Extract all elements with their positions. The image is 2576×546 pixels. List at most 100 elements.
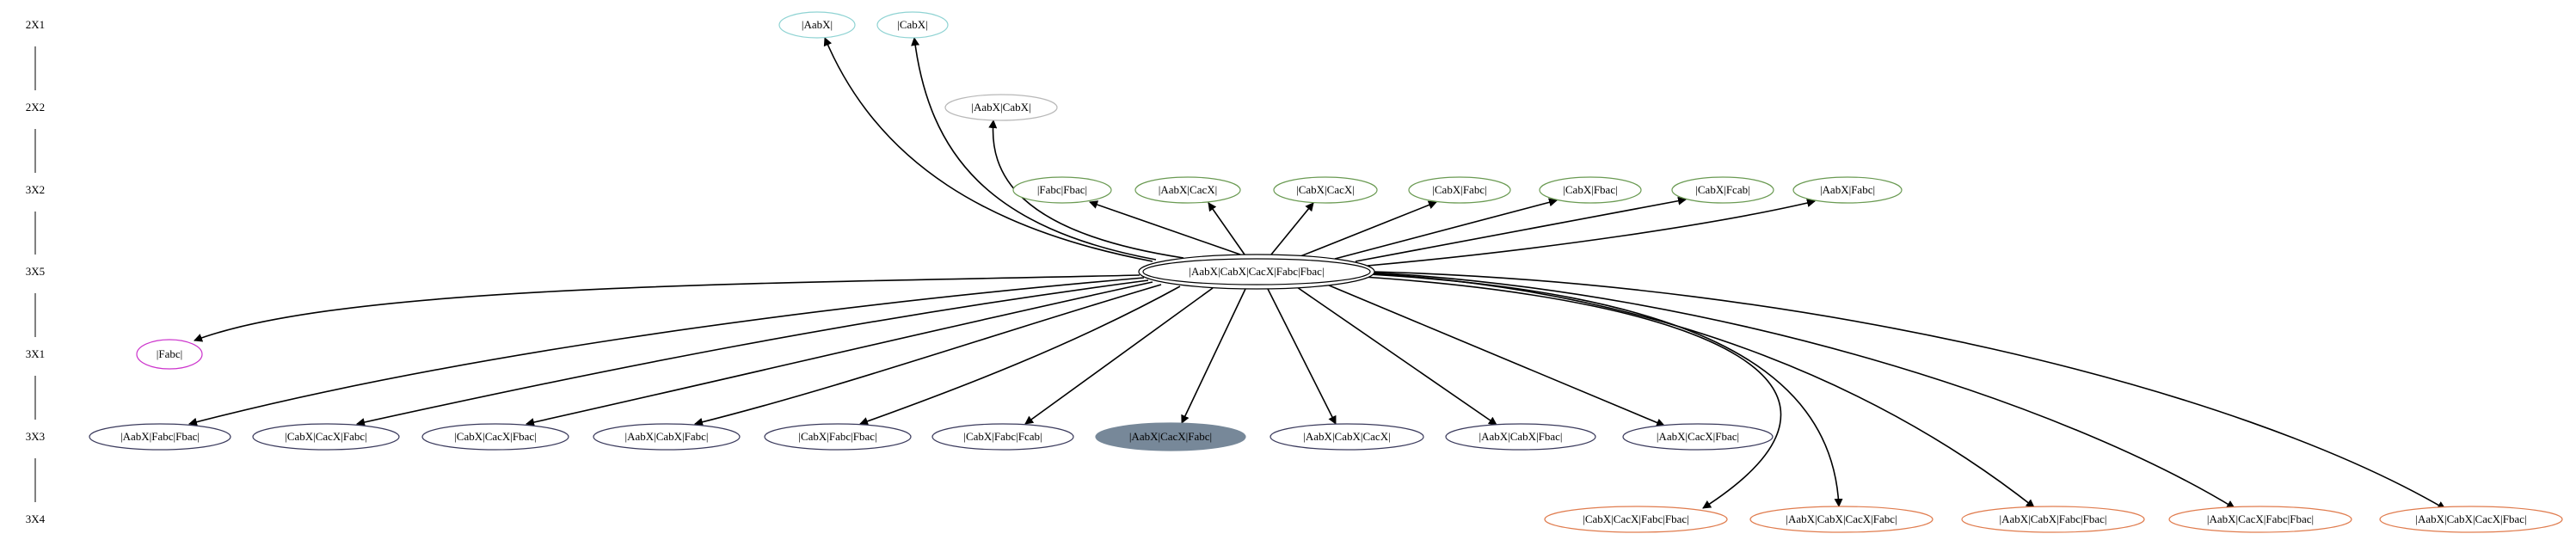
node-layer: |AabX| |CabX| |AabX|CabX| |Fabc|Fbac| |AabX|… [89,11,2563,533]
node-outline [593,423,741,451]
rank-label: 3X5 [26,265,45,278]
node-aabx-cabx-fbac[interactable]: |AabX|CabX|Fbac| [1445,423,1596,451]
node-aabx-cacx-fabc[interactable]: |AabX|CacX|Fabc| [1095,422,1246,451]
node-label: |CabX|Fabc|Fbac| [798,430,876,443]
node-cabx-cacx-fabc-fbac[interactable]: |CabX|CacX|Fabc|Fbac| [1544,506,1728,533]
node-outline [931,423,1074,451]
edge-aabx-cabx-fabc [694,284,1162,426]
node-aabx-cacx-fabc-fbac[interactable]: |AabX|CacX|Fabc|Fbac| [2168,506,2352,533]
node-label: |AabX|CacX|Fabc|Fbac| [2207,512,2314,525]
edge-aabx-cacx-fabc-fbac [1372,272,2235,509]
node-outline [1095,422,1246,451]
edge-aabx-cabx-cacx [1267,288,1337,425]
node-fabc-fbac[interactable]: |Fabc|Fbac| [1012,176,1112,204]
node-cabx-fcab[interactable]: |CabX|Fcab| [1671,176,1774,204]
node-outline [1792,176,1903,204]
node-cabx-fbac[interactable]: |CabX|Fbac| [1539,176,1642,204]
edge-cabx-cacx-fabc [356,279,1149,426]
node-outline [1961,506,2145,533]
rank-label: 3X4 [26,512,46,525]
edge-aabx-cabx [988,120,1184,259]
rank-label: 3X2 [26,183,45,196]
edge-fabc [194,274,1140,342]
node-outline [1273,176,1378,204]
node-outline [421,423,569,451]
node-outline [1622,423,1774,451]
node-label: |AabX|CabX|Fbac| [1479,430,1562,443]
node-outline [944,94,1058,121]
edge-cabx-fabc-fbac [859,285,1181,426]
node-aabx-cabx-fabc-fbac[interactable]: |AabX|CabX|Fabc|Fbac| [1961,506,2145,533]
rank-label: 3X3 [26,430,45,443]
edge-aabx-fabc [1367,199,1816,267]
node-outline [1408,176,1511,204]
node-outline [1671,176,1774,204]
edge-cabx-cacx-fbac [526,281,1153,426]
edge-aabx-cabx-fbac [1296,286,1497,426]
node-outline [1134,176,1241,204]
node-label: |CabX|Fabc|Fcab| [963,430,1042,443]
node-aabx-cabx[interactable]: |AabX|CabX| [944,94,1058,121]
node-center[interactable]: |AabX|CabX|CacX|Fabc|Fbac| [1138,254,1375,290]
node-outline [1544,506,1728,533]
node-outline [136,339,203,370]
node-outline [1749,506,1934,533]
node-aabx-cabx-cacx-fabc[interactable]: |AabX|CabX|CacX|Fabc| [1749,506,1934,533]
node-aabx-cabx-cacx[interactable]: |AabX|CabX|CacX| [1270,423,1424,451]
node-label: |AabX|CacX| [1159,183,1217,196]
node-aabx-fabc[interactable]: |AabX|Fabc| [1792,176,1903,204]
node-cabx-cacx-fabc[interactable]: |CabX|CacX|Fabc| [252,423,400,451]
node-label: |AabX| [802,18,833,31]
node-cabx-fabc-fbac[interactable]: |CabX|Fabc|Fbac| [764,423,912,451]
node-label: |CabX|Fabc| [1432,183,1486,196]
edge-aabx-cacx [1208,202,1245,255]
node-label: |AabX|CabX|CacX|Fabc| [1786,512,1897,525]
node-label: |CabX|CacX|Fabc|Fbac| [1583,512,1688,525]
node-outline [1539,176,1642,204]
node-label: |CabX|Fbac| [1563,183,1617,196]
node-label: |CabX|CacX| [1296,183,1355,196]
node-label: |AabX|CabX|Fabc|Fbac| [2000,512,2107,525]
edge-cabx-cacx [1270,202,1314,255]
node-aabx-cacx[interactable]: |AabX|CacX| [1134,176,1241,204]
node-label: |CabX|Fcab| [1695,183,1749,196]
rank-label: 2X2 [26,101,45,113]
edge-cabx-fcab [1355,196,1687,262]
node-aabx-fabc-fbac[interactable]: |AabX|Fabc|Fbac| [89,423,231,451]
node-cabx-fabc[interactable]: |CabX|Fabc| [1408,176,1511,204]
edge-cabx-fabc [1300,200,1437,257]
node-outline [764,423,912,451]
rank-label: 2X1 [26,18,45,31]
node-cabx-cacx-fbac[interactable]: |CabX|CacX|Fbac| [421,423,569,451]
node-aabx-cabx-cacx-fbac[interactable]: |AabX|CabX|CacX|Fbac| [2379,506,2563,533]
edge-aabx-cabx-cacx-fbac [1373,271,2446,510]
node-label: |AabX|Fabc|Fbac| [120,430,200,443]
node-cabx[interactable]: |CabX| [876,11,949,39]
node-outline [1270,423,1424,451]
edge-cabx-cacx-fabc-fbac [1362,276,1782,509]
edge-cabx-fbac [1334,198,1558,260]
node-aabx[interactable]: |AabX| [778,11,856,39]
node-label: |AabX|CabX|CacX|Fbac| [2415,512,2526,525]
node-outline [89,423,231,451]
node-aabx-cabx-fabc[interactable]: |AabX|CabX|Fabc| [593,423,741,451]
edge-cabx-fabc-fcab [1024,287,1214,425]
node-outline [1012,176,1112,204]
node-label: |CabX| [897,18,928,31]
node-label: |AabX|CabX|CacX| [1303,430,1390,443]
edge-aabx-cacx-fabc [1181,288,1246,424]
node-label: |AabX|CacX|Fabc| [1129,430,1212,443]
node-outline-inner [1142,258,1371,285]
node-aabx-cacx-fbac[interactable]: |AabX|CacX|Fbac| [1622,423,1774,451]
edge-aabx-cabx-fabc-fbac [1370,273,2035,508]
node-label: |AabX|CacX|Fbac| [1657,430,1739,443]
edge-fabc-fbac [1089,200,1241,255]
edge-aabx [823,37,1153,262]
node-fabc[interactable]: |Fabc| [136,339,203,370]
node-outline [252,423,400,451]
node-cabx-fabc-fcab[interactable]: |CabX|Fabc|Fcab| [931,423,1074,451]
edge-aabx-cacx-fbac [1326,284,1665,427]
node-cabx-cacx[interactable]: |CabX|CacX| [1273,176,1378,204]
